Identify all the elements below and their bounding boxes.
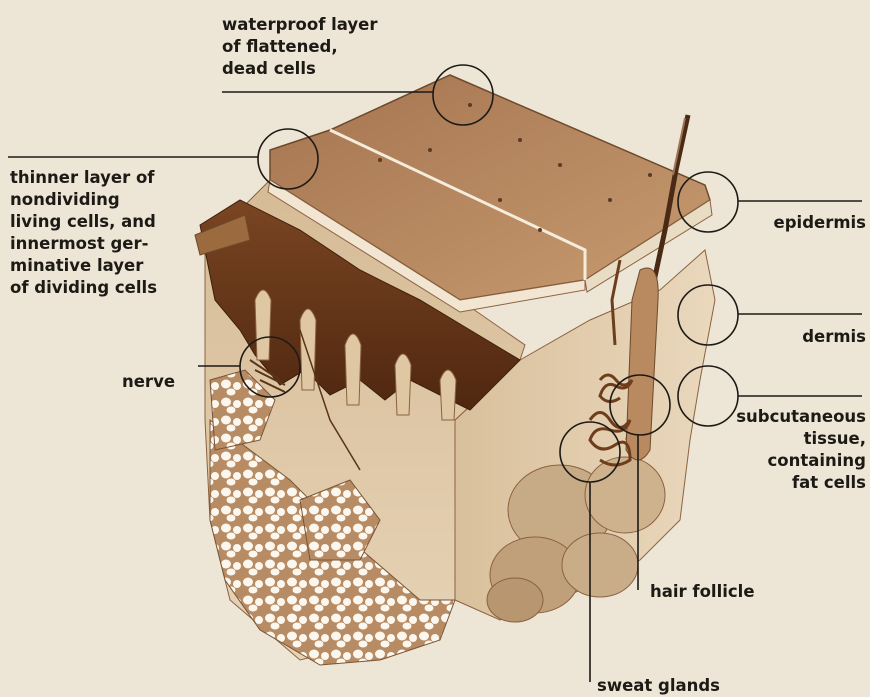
callout-circle-subcutaneous [678,366,738,426]
callout-circle-waterproof-layer [433,65,493,125]
callout-circle-sweat-glands [560,422,620,482]
label-epidermis: epidermis [774,212,866,234]
label-hair-follicle: hair follicle [650,581,755,603]
callout-circle-epidermis [678,172,738,232]
callout-circle-nerve [240,337,300,397]
label-waterproof-layer: waterproof layer of flattened, dead cell… [222,14,378,80]
label-thinner-layer: thinner layer of nondividing living cell… [10,167,157,299]
label-nerve: nerve [122,371,175,393]
label-subcutaneous-tissue: subcutaneous tissue, containing fat cell… [736,406,866,494]
callout-circle-dermis [678,285,738,345]
label-sweat-glands: sweat glands [597,675,720,697]
callout-circle-hair-follicle [610,375,670,435]
callout-circle-thinner-layer [258,129,318,189]
label-dermis: dermis [802,326,866,348]
